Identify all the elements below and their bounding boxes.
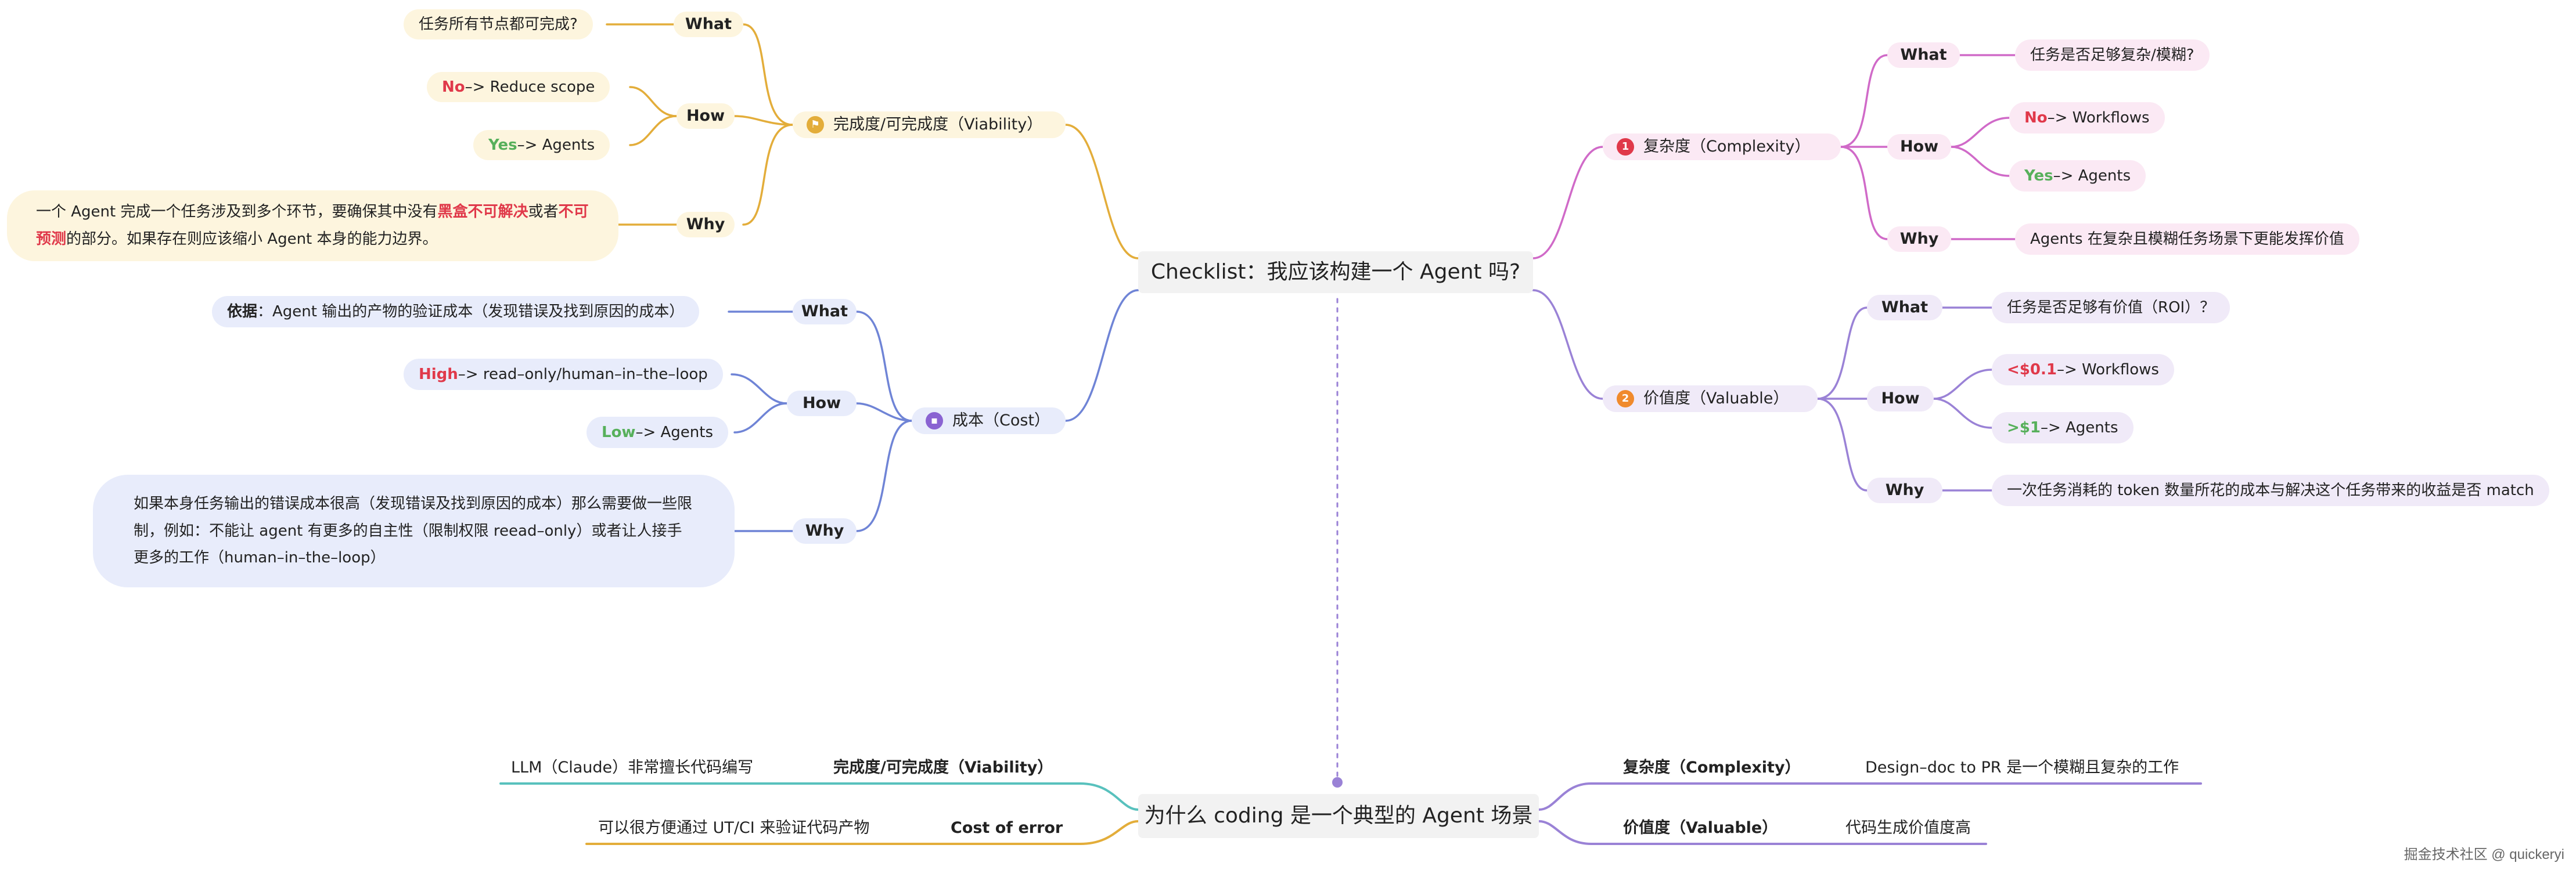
connector-center-cost	[1064, 289, 1139, 422]
valuable-why-text[interactable]: 一次任务消耗的 token 数量所花的成本与解决这个任务带来的收益是否 matc…	[1992, 475, 2549, 506]
cost-why-text[interactable]: 如果本身任务输出的错误成本很高（发现错误及找到原因的成本）那么需要做一些限制，例…	[93, 475, 735, 587]
complexity-what-text[interactable]: 任务是否足够复杂/模糊?	[2015, 39, 2210, 71]
connector-cost-low	[733, 402, 788, 434]
cost-how-high[interactable]: High –> read–only/human–in–the–loop	[404, 359, 723, 390]
coding-topic-title: 为什么 coding 是一个典型的 Agent 场景	[1144, 804, 1533, 828]
valuable-what-label[interactable]: What	[1867, 295, 1942, 320]
connector-cost-why	[855, 420, 913, 532]
coding-cost-text[interactable]: 可以很方便通过 UT/CI 来验证代码产物	[598, 819, 870, 837]
connector-viability-how	[733, 115, 794, 126]
connector-valuable-low	[1933, 369, 1993, 400]
number-two-icon: 2	[1617, 390, 1634, 407]
coding-valuable-text[interactable]: 代码生成价值度高	[1845, 819, 1971, 837]
connector-how-yes	[629, 115, 678, 146]
coding-viability-text[interactable]: LLM（Claude）非常擅长代码编写	[511, 759, 754, 777]
coding-complexity-label[interactable]: 复杂度（Complexity）	[1623, 759, 1801, 777]
connector-center-viability	[1064, 124, 1139, 259]
valuable-how-low[interactable]: <$0.1 –> Workflows	[1992, 354, 2174, 385]
complexity-what-label[interactable]: What	[1887, 42, 1960, 68]
complexity-how-label[interactable]: How	[1887, 134, 1951, 160]
complexity-why-label[interactable]: Why	[1887, 226, 1951, 252]
complexity-why-text[interactable]: Agents 在复杂且模糊任务场景下更能发挥价值	[2015, 223, 2359, 255]
coding-connector-complexity	[1538, 782, 2202, 811]
number-one-icon: 1	[1617, 138, 1634, 156]
cost-what-label[interactable]: What	[793, 299, 857, 324]
watermark: 掘金技术社区 @ quickeryi	[2404, 847, 2564, 862]
viability-what-label[interactable]: What	[674, 12, 743, 37]
connector-complexity-no	[1950, 117, 2010, 148]
cost-how-label[interactable]: How	[787, 391, 857, 416]
connector-how-no	[629, 86, 678, 117]
complexity-how-no[interactable]: No –> Workflows	[2009, 102, 2165, 133]
complexity-how-yes[interactable]: Yes –> Agents	[2009, 160, 2146, 192]
branch-viability[interactable]: ⚑ 完成度/可完成度（Viability）	[793, 111, 1066, 138]
viability-what-text[interactable]: 任务所有节点都可完成?	[404, 9, 593, 39]
branch-complexity[interactable]: 1 复杂度（Complexity）	[1603, 133, 1841, 160]
connector-complexity-what	[1840, 54, 1888, 148]
connector-valuable-why	[1816, 398, 1868, 492]
connector-viability-what	[742, 23, 794, 126]
coding-connector-valuable	[1538, 820, 1987, 845]
coding-viability-label[interactable]: 完成度/可完成度（Viability）	[833, 759, 1053, 777]
connector-valuable-high	[1933, 398, 1993, 429]
coding-complexity-text[interactable]: Design–doc to PR 是一个模糊且复杂的工作	[1865, 759, 2179, 777]
viability-why-text[interactable]: 一个 Agent 完成一个任务涉及到多个环节，要确保其中没有黑盒不可解决或者不可…	[7, 190, 618, 261]
valuable-how-high[interactable]: >$1 –> Agents	[1992, 412, 2134, 443]
coding-valuable-label[interactable]: 价值度（Valuable）	[1623, 819, 1778, 837]
viability-how-label[interactable]: How	[677, 103, 735, 129]
square-icon: ▪	[926, 412, 943, 429]
connector-cost-what	[855, 311, 913, 422]
connector-center-complexity	[1532, 146, 1604, 259]
viability-how-no[interactable]: No –> Reduce scope	[427, 72, 610, 102]
cost-how-low[interactable]: Low –> Agents	[587, 417, 729, 448]
valuable-why-label[interactable]: Why	[1867, 478, 1942, 503]
connector-complexity-yes	[1950, 146, 2010, 177]
coding-topic[interactable]: 为什么 coding 是一个典型的 Agent 场景	[1138, 794, 1539, 838]
viability-how-yes[interactable]: Yes –> Agents	[473, 130, 610, 160]
branch-cost-title: 成本（Cost）	[952, 411, 1050, 430]
branch-complexity-title: 复杂度（Complexity）	[1643, 138, 1811, 156]
branch-valuable-title: 价值度（Valuable）	[1643, 389, 1789, 408]
branch-valuable[interactable]: 2 价值度（Valuable）	[1603, 385, 1818, 412]
flag-icon: ⚑	[807, 116, 824, 133]
cost-why-label[interactable]: Why	[793, 518, 857, 544]
central-topic[interactable]: Checklist：我应该构建一个 Agent 吗?	[1138, 251, 1533, 293]
relationship-end-dot	[1332, 777, 1343, 788]
central-topic-title: Checklist：我应该构建一个 Agent 吗?	[1150, 260, 1521, 284]
coding-connector-viability	[499, 782, 1139, 811]
coding-connector-cost	[585, 820, 1139, 845]
connector-complexity-why	[1840, 146, 1888, 240]
branch-viability-title: 完成度/可完成度（Viability）	[833, 115, 1043, 134]
connector-center-valuable	[1532, 289, 1604, 400]
valuable-what-text[interactable]: 任务是否足够有价值（ROI）？	[1992, 292, 2230, 323]
connector-valuable-what	[1816, 306, 1868, 400]
connector-cost-high	[731, 373, 788, 405]
viability-why-label[interactable]: Why	[677, 212, 735, 237]
cost-what-text[interactable]: 依据 ：Agent 输出的产物的验证成本（发现错误及找到原因的成本）	[212, 296, 700, 327]
branch-cost[interactable]: ▪ 成本（Cost）	[912, 407, 1066, 434]
valuable-how-label[interactable]: How	[1867, 386, 1934, 411]
connector-cost-how	[855, 402, 913, 422]
connector-viability-why	[742, 124, 794, 226]
coding-cost-label[interactable]: Cost of error	[951, 819, 1063, 837]
